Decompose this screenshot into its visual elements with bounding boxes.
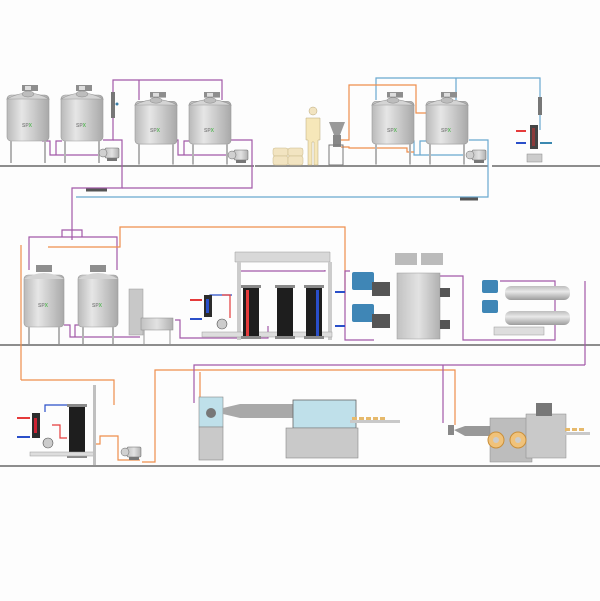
- ingredient-bags: [272, 147, 304, 166]
- pump-2[interactable]: [227, 149, 249, 164]
- mix-tank-2[interactable]: SPX: [60, 84, 104, 164]
- pump-3[interactable]: [465, 149, 487, 164]
- packaging-line[interactable]: [285, 399, 400, 459]
- ageing-tank-1[interactable]: SPX: [134, 91, 178, 166]
- brand-logo: SPX: [38, 303, 49, 309]
- pump-4[interactable]: [120, 446, 142, 461]
- floor-lines: [0, 165, 600, 467]
- brand-logo: SPX: [387, 128, 398, 134]
- inline-filter-1[interactable]: [111, 92, 119, 118]
- brand-logo: SPX: [204, 128, 215, 134]
- pump-1[interactable]: [98, 147, 120, 162]
- control-cabinet[interactable]: [128, 288, 144, 336]
- filler-1[interactable]: [198, 396, 224, 461]
- ageing-tank-2[interactable]: SPX: [188, 91, 232, 166]
- scraped-surface-heat-exchanger[interactable]: [482, 280, 570, 336]
- extrusion-line[interactable]: [448, 403, 590, 463]
- process-tank-2[interactable]: SPX: [425, 91, 469, 166]
- powder-mixer[interactable]: [328, 122, 345, 166]
- heat-exchanger-2[interactable]: [17, 385, 96, 465]
- buffer-trough[interactable]: [140, 317, 174, 344]
- mix-tank-1[interactable]: SPX: [6, 84, 50, 164]
- storage-tank-1[interactable]: SPX: [23, 265, 65, 344]
- brand-logo: SPX: [22, 123, 33, 129]
- hardening-tunnel[interactable]: [223, 404, 293, 418]
- pump-icon: [216, 318, 228, 330]
- continuous-freezer[interactable]: [352, 253, 450, 340]
- pump-icon: [42, 437, 54, 449]
- operator-figure: [305, 106, 321, 166]
- pasteurizer[interactable]: [201, 251, 345, 340]
- storage-tank-2[interactable]: SPX: [77, 265, 119, 344]
- brand-logo: SPX: [441, 128, 452, 134]
- heat-exchanger-1[interactable]: [516, 97, 552, 163]
- brand-logo: SPX: [76, 123, 87, 129]
- brand-logo: SPX: [150, 128, 161, 134]
- brand-logo: SPX: [92, 303, 103, 309]
- homogenizer-heat-exchanger[interactable]: [190, 295, 228, 330]
- process-tank-1[interactable]: SPX: [371, 91, 415, 166]
